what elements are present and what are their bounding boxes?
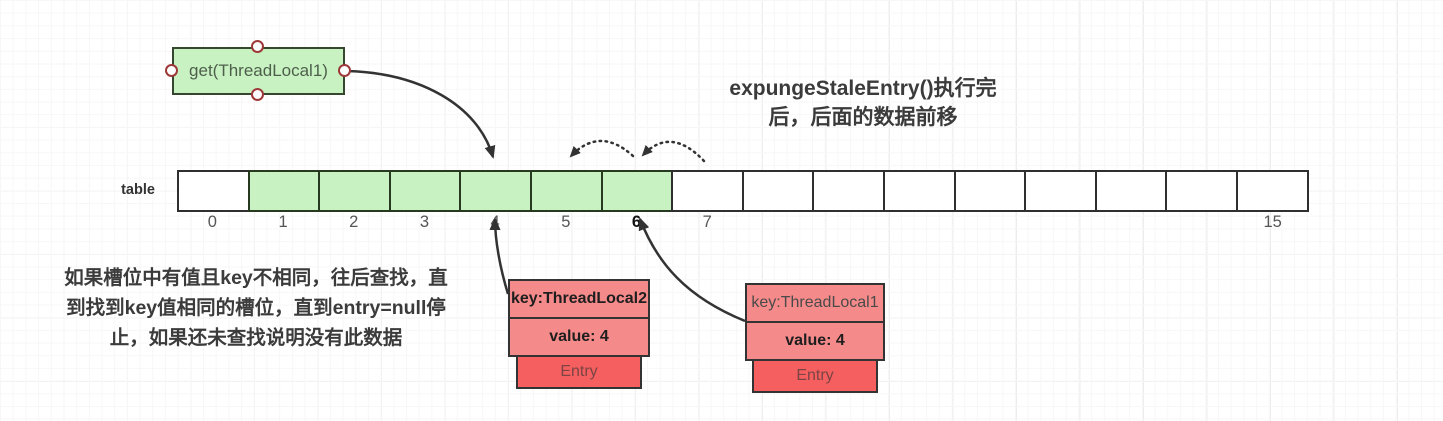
entry-box-threadlocal2: key:ThreadLocal2 value: 4 Entry xyxy=(508,279,650,389)
table-label: table xyxy=(121,182,155,198)
table-cell-4 xyxy=(459,170,532,212)
table-cell-12 xyxy=(1024,170,1097,212)
entry-key-label: key:ThreadLocal1 xyxy=(745,283,885,323)
table-cell-14 xyxy=(1165,170,1238,212)
note-line-3: 止，如果还未查找说明没有此数据 xyxy=(109,327,403,349)
cell-index-label: 4 xyxy=(490,213,500,231)
table-cell-11 xyxy=(953,170,1027,212)
arrow-shift-slot7-to-slot6 xyxy=(641,140,706,163)
table-cell-7 xyxy=(671,170,744,212)
cell-index-label xyxy=(1096,213,1167,232)
table-cell-6 xyxy=(600,170,674,212)
arrow-get-to-slot4 xyxy=(346,69,496,159)
table-cell-3 xyxy=(388,170,462,212)
cell-index-label: 2 xyxy=(349,213,359,231)
cell-index-label: 5 xyxy=(561,213,571,231)
entry-value-label: value: 4 xyxy=(745,321,885,361)
diagram-title: expungeStaleEntry()执行完 后，后面的数据前移 xyxy=(648,74,1078,132)
title-line-2: 后，后面的数据前移 xyxy=(768,106,958,129)
index-labels: 0 1 2 3 4 5 6 7 15 xyxy=(177,213,1308,232)
connector-dot-top xyxy=(251,40,264,53)
cell-index-label: 6 xyxy=(631,213,642,231)
cell-index-label: 0 xyxy=(207,213,217,231)
table-cell-8 xyxy=(741,170,815,212)
table-cell-15 xyxy=(1235,170,1309,212)
cell-index-label: 3 xyxy=(419,213,429,231)
cell-index-label: 15 xyxy=(1263,213,1282,231)
entry-tag-label: Entry xyxy=(752,359,878,393)
entry-tag-label: Entry xyxy=(516,355,642,389)
note-line-1: 如果槽位中有值且key不相同，往后查找，直 xyxy=(64,267,448,289)
cell-index-label xyxy=(884,213,955,232)
table-cell-5 xyxy=(529,170,603,212)
entry-value-label: value: 4 xyxy=(508,317,650,357)
explanation-note: 如果槽位中有值且key不相同，往后查找，直 到找到key值相同的槽位，直到ent… xyxy=(36,263,476,353)
hash-table xyxy=(177,170,1309,212)
cell-index-label xyxy=(813,213,884,232)
entry-key-label: key:ThreadLocal2 xyxy=(508,279,650,319)
connector-dot-left xyxy=(165,64,178,77)
table-cell-2 xyxy=(318,170,391,212)
connector-dot-bottom xyxy=(251,88,264,101)
entry-box-threadlocal1: key:ThreadLocal1 value: 4 Entry xyxy=(745,283,885,393)
arrow-shift-slot6-to-slot5 xyxy=(569,139,635,158)
table-cell-0 xyxy=(177,170,250,212)
cell-index-label xyxy=(1167,213,1238,232)
cell-index-label xyxy=(1025,213,1096,232)
table-cell-1 xyxy=(247,170,321,212)
cell-index-label xyxy=(955,213,1026,232)
get-threadlocal1-box: get(ThreadLocal1) xyxy=(172,47,345,95)
table-cell-13 xyxy=(1094,170,1168,212)
cell-index-label: 7 xyxy=(702,213,712,231)
cell-index-label: 1 xyxy=(278,213,288,231)
arrow-entry-threadlocal1-to-slot6 xyxy=(638,217,746,323)
cell-index-label xyxy=(743,213,814,232)
get-box-label: get(ThreadLocal1) xyxy=(189,61,328,80)
table-cell-10 xyxy=(882,170,956,212)
table-cell-9 xyxy=(812,170,885,212)
connector-dot-right xyxy=(338,64,351,77)
note-line-2: 到找到key值相同的槽位，直到entry=null停 xyxy=(66,297,446,319)
title-line-1: expungeStaleEntry()执行完 xyxy=(729,77,997,100)
